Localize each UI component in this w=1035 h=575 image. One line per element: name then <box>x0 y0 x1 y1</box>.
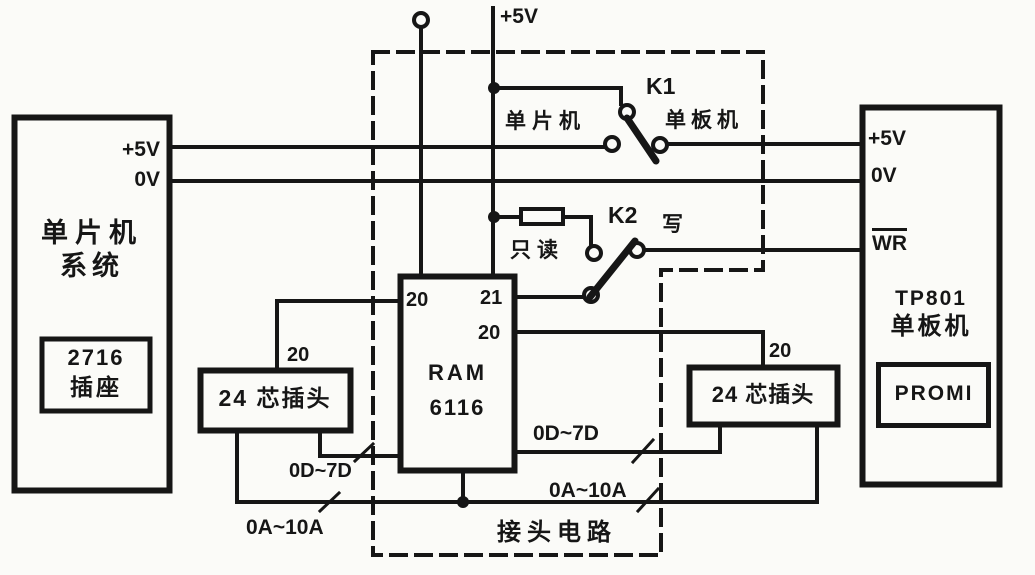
ram-pin-top-right: 21 <box>480 287 503 309</box>
connector-right-pin: 20 <box>769 340 792 362</box>
bus-slash-data-left <box>352 441 376 464</box>
data-bus-right-label: 0D~7D <box>533 422 599 445</box>
wire-data-bus-right <box>515 425 722 454</box>
wire-ram-pin20-left <box>275 299 400 370</box>
wire-k1-common <box>491 86 623 106</box>
k1-right-contact <box>651 136 669 154</box>
ram-name-line2: 6116 <box>429 395 486 420</box>
addr-bus-left-label: 0A~10A <box>246 516 324 539</box>
sbc-title-line2: 单板机 <box>890 313 972 340</box>
bus-slash-addr-left <box>317 490 342 514</box>
ram-box <box>397 273 518 474</box>
k1-right-contact-label: 单板机 <box>665 109 743 132</box>
socket-2716-box <box>39 336 153 414</box>
junction-dot-addr <box>457 496 469 508</box>
mcu-title-line2: 系统 <box>60 251 124 281</box>
ram-name-line1: RAM <box>427 360 488 385</box>
top-power-label: +5V <box>500 5 538 28</box>
bus-slash-data-right <box>630 437 656 465</box>
dashed-region-outline <box>371 50 765 557</box>
socket-2716-line2: 插座 <box>70 374 122 400</box>
connector-right-box <box>686 364 841 428</box>
k1-label: K1 <box>646 73 676 99</box>
mcu-system-box <box>11 114 173 494</box>
k2-lever <box>586 237 639 301</box>
k2-read-label: 只读 <box>510 239 564 262</box>
k1-left-contact-label: 单片机 <box>505 110 586 133</box>
k2-label: K2 <box>608 202 638 228</box>
resistor <box>519 207 565 226</box>
connector-left-box <box>197 367 354 434</box>
ram-pin-right: 20 <box>478 322 501 344</box>
connector-right-name: 24 芯插头 <box>711 382 815 407</box>
connector-left-pin: 20 <box>287 344 310 366</box>
wire-k2-resistor-right <box>561 215 593 247</box>
connector-left-name: 24 芯插头 <box>218 385 332 411</box>
k1-left-contact <box>603 135 621 153</box>
mcu-title-line1: 单片机 <box>41 218 143 248</box>
addr-bus-right-label: 0A~10A <box>549 479 627 502</box>
region-label: 接头电路 <box>497 519 617 546</box>
k2-write-label: 写 <box>662 213 683 236</box>
socket-promi-label: PROMI <box>894 382 974 405</box>
power-terminal-icon <box>412 11 430 29</box>
sbc-tp801-box <box>859 104 1003 488</box>
mcu-pin-plus5v: +5V <box>122 138 160 161</box>
sbc-pin-0v: 0V <box>871 164 897 187</box>
socket-promi-box <box>876 362 991 428</box>
mcu-pin-0v: 0V <box>134 168 160 191</box>
sbc-title-line1: TP801 <box>895 287 967 310</box>
socket-2716-line1: 2716 <box>67 345 125 370</box>
bus-slash-addr-right <box>635 486 661 514</box>
k1-lever <box>623 114 660 165</box>
wire-ram-pin20-right <box>515 330 765 367</box>
junction-dot-k1 <box>488 82 500 94</box>
junction-dot-k2 <box>488 211 500 223</box>
ram-pin-top-left: 20 <box>406 289 429 311</box>
sbc-pin-wr: WR <box>872 228 907 254</box>
k2-read-contact <box>585 244 603 262</box>
wire-addr-bus <box>235 425 819 504</box>
sbc-pin-plus5v: +5V <box>868 127 906 150</box>
wire-data-bus-left <box>318 431 400 458</box>
data-bus-left-label: 0D~7D <box>289 460 352 482</box>
